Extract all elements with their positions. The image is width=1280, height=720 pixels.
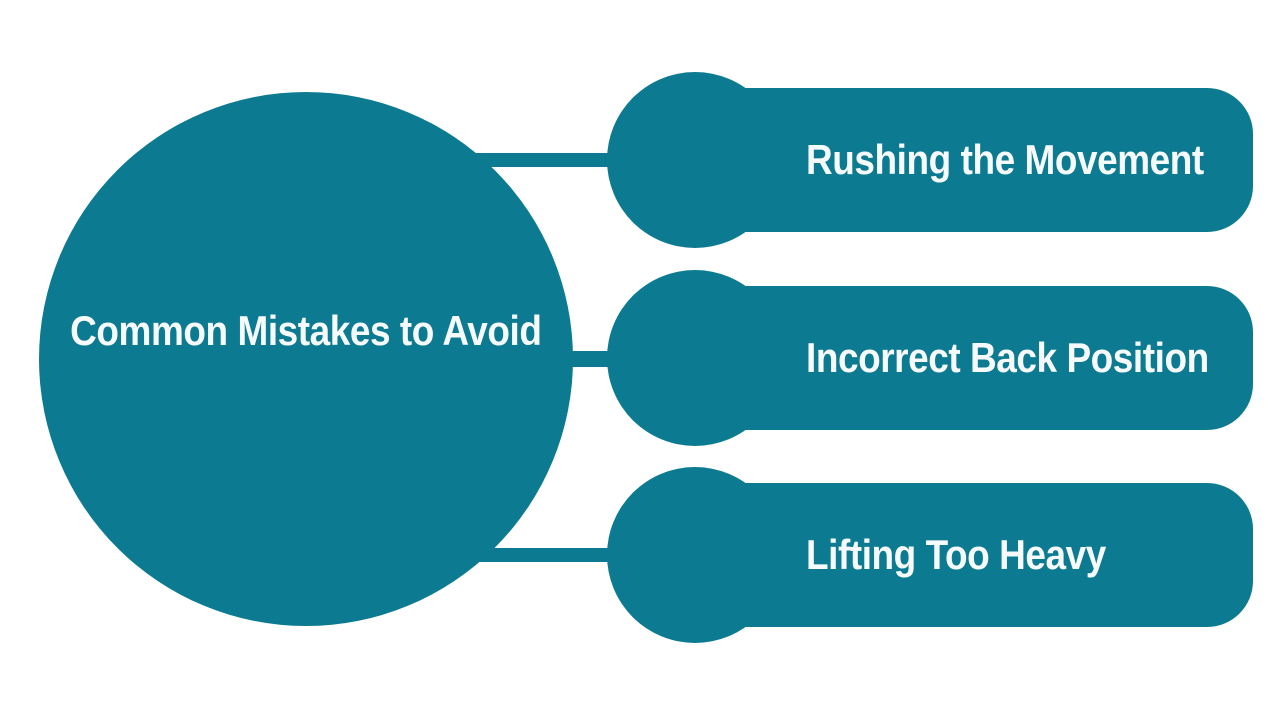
central-topic-label-wrap: Common Mistakes to Avoid (39, 303, 573, 359)
central-topic-bubble (39, 92, 573, 626)
connector-line-bottom (473, 548, 633, 562)
branch-label-2: Incorrect Back Position (806, 334, 1209, 381)
central-topic-label: Common Mistakes to Avoid (70, 307, 542, 354)
branch-label-1: Rushing the Movement (806, 136, 1204, 183)
branch-bubble-body-1: Rushing the Movement (700, 88, 1253, 232)
connector-line-top (470, 153, 630, 167)
branch-label-3: Lifting Too Heavy (806, 531, 1106, 578)
branch-bubble-body-3: Lifting Too Heavy (700, 483, 1253, 627)
branch-bubble-body-2: Incorrect Back Position (700, 286, 1253, 430)
